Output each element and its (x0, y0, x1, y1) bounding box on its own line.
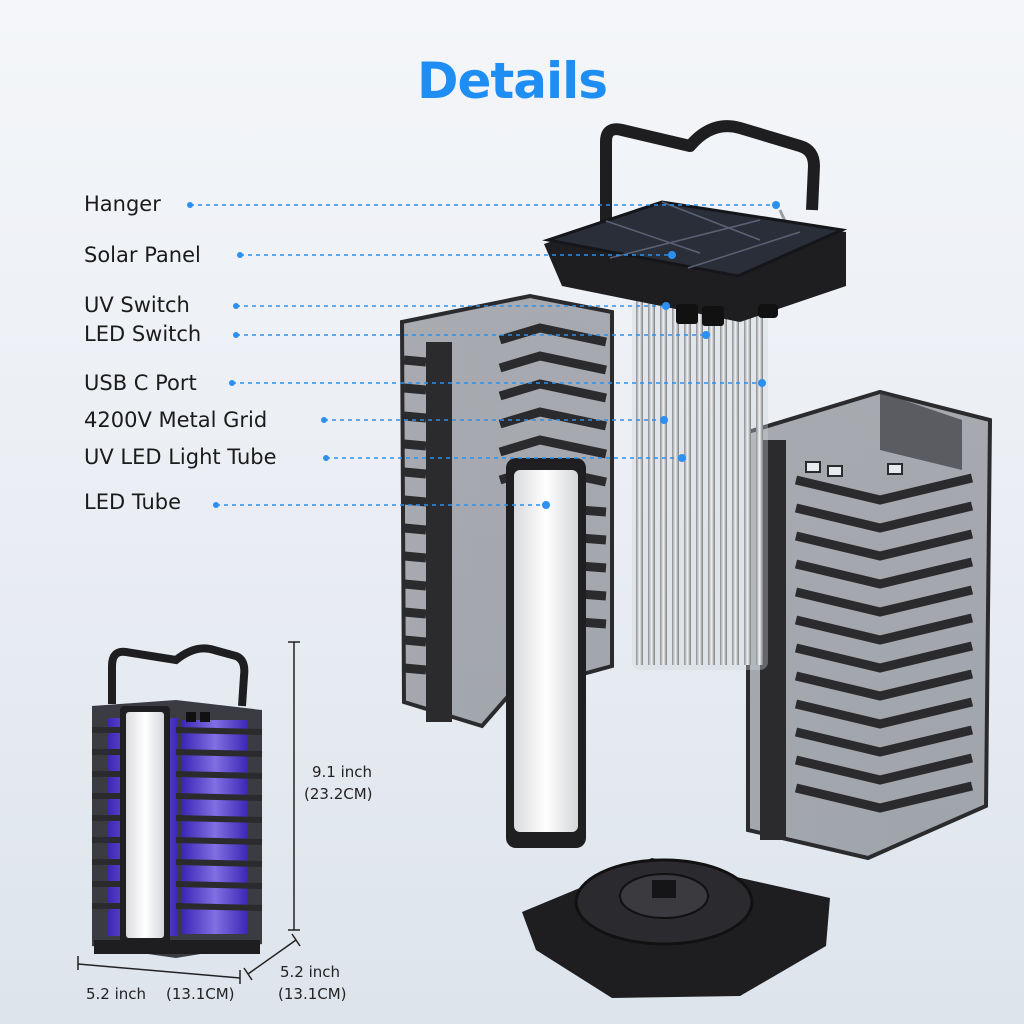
assembled-device (92, 644, 263, 958)
label-led-tube: LED Tube (84, 490, 182, 514)
depth-inch: 5.2 inch (280, 963, 341, 981)
height-cm: (23.2CM) (304, 785, 373, 803)
label-metal-grid: 4200V Metal Grid (84, 408, 268, 432)
led-tube (506, 458, 586, 848)
label-solar-panel: Solar Panel (84, 243, 201, 267)
right-housing-shell (746, 389, 993, 861)
width-cm: (13.1CM) (166, 985, 235, 1003)
label-uv-switch: UV Switch (84, 293, 190, 317)
dimension-lines (77, 641, 301, 984)
callout-dots (187, 201, 780, 509)
width-inch: 5.2 inch (86, 985, 147, 1003)
label-hanger: Hanger (84, 192, 161, 216)
base-plate (522, 858, 830, 998)
metal-grid-core (632, 300, 768, 670)
page-title: Details (416, 52, 608, 110)
usb-c-port (758, 304, 778, 318)
led-switch-button (702, 306, 724, 326)
height-inch: 9.1 inch (312, 763, 373, 781)
callout-lines (190, 204, 776, 506)
solar-panel (542, 200, 848, 326)
uv-switch-button (676, 304, 698, 324)
depth-cm: (13.1CM) (278, 985, 347, 1003)
label-led-switch: LED Switch (84, 322, 202, 346)
label-usb-c-port: USB C Port (84, 371, 197, 395)
label-uv-led-tube: UV LED Light Tube (84, 445, 277, 469)
